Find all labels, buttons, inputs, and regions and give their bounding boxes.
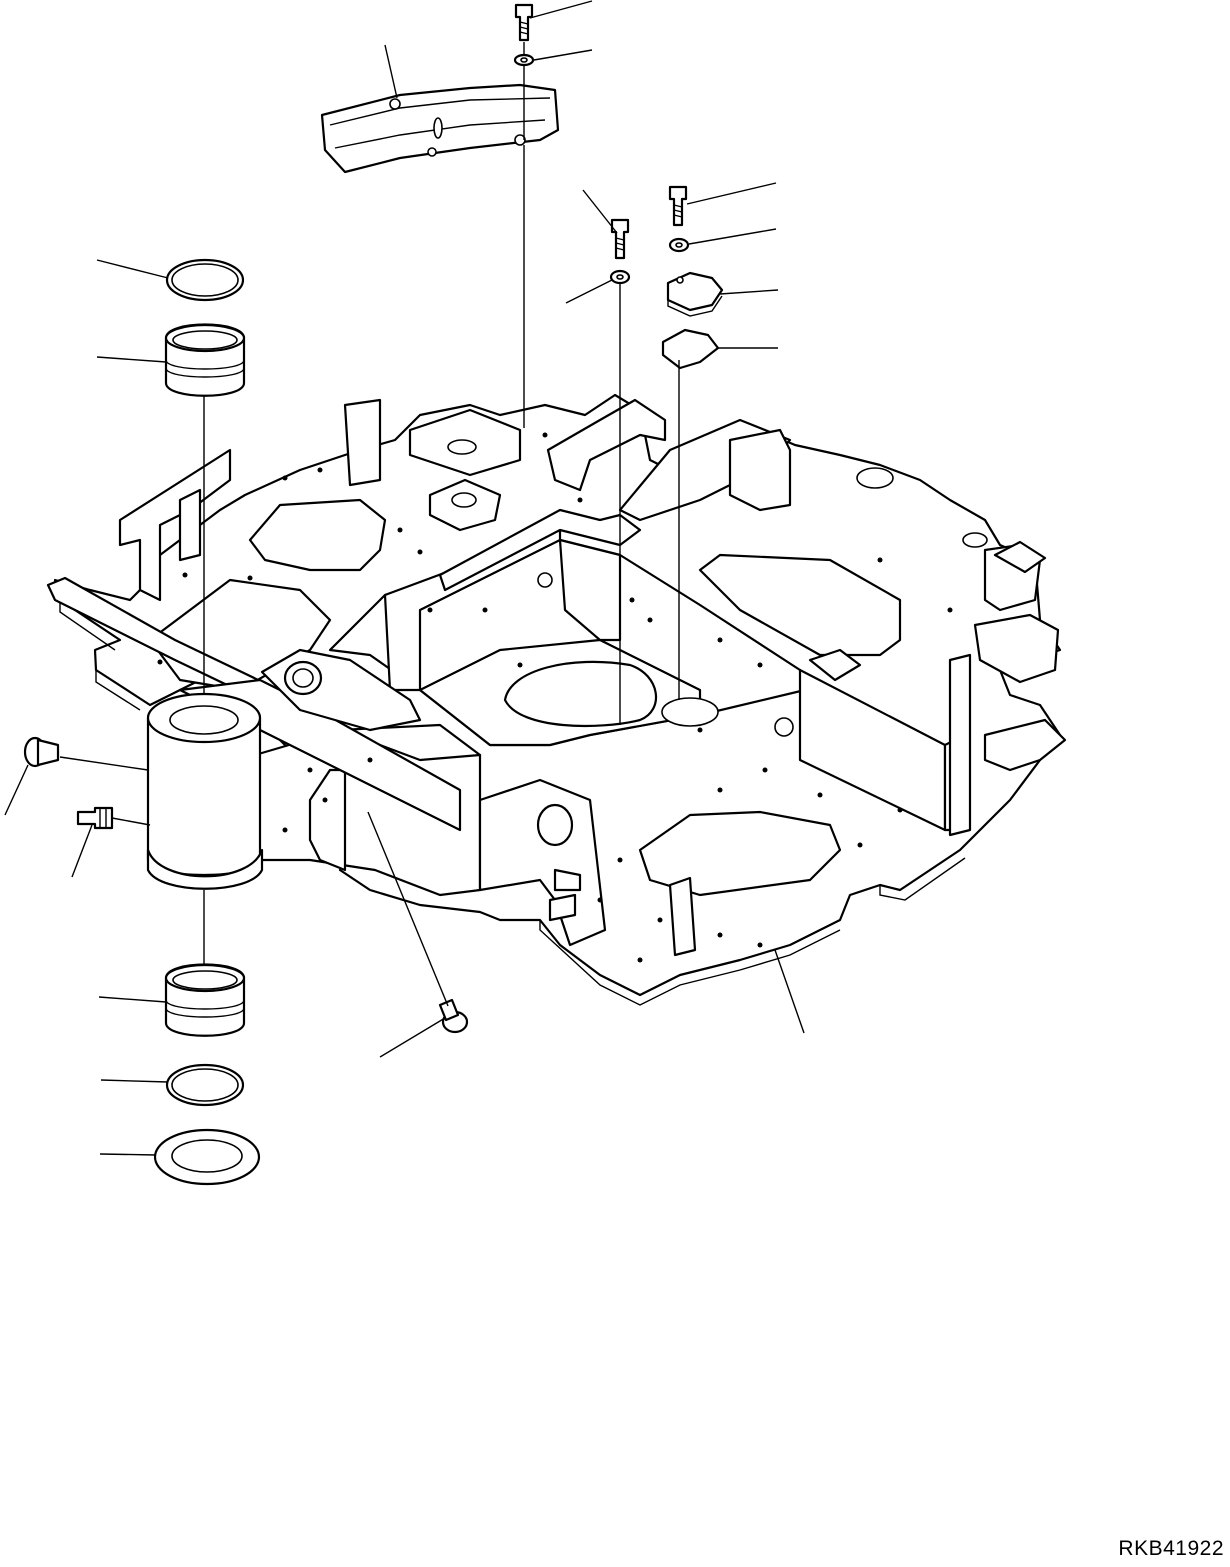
cover-plate bbox=[666, 271, 724, 317]
bolt bbox=[668, 185, 688, 227]
bushing bbox=[164, 323, 246, 397]
bolt bbox=[514, 3, 534, 42]
callout-leaders bbox=[4, 0, 805, 1156]
drawing-code: RKB41922 bbox=[1118, 1537, 1224, 1560]
cover-plate bbox=[661, 328, 720, 370]
revolving-frame bbox=[46, 393, 1067, 1006]
washer bbox=[609, 269, 631, 285]
shim bbox=[153, 1128, 261, 1186]
seal-ring bbox=[165, 1063, 245, 1107]
bushing bbox=[164, 963, 246, 1037]
plug bbox=[438, 998, 469, 1034]
washer bbox=[668, 237, 690, 253]
bolt bbox=[610, 218, 630, 260]
washer bbox=[513, 53, 535, 67]
plug bbox=[23, 736, 60, 768]
cover-bracket bbox=[320, 83, 560, 174]
seal-ring bbox=[165, 258, 245, 302]
alignment-lines bbox=[203, 42, 680, 965]
grease-fitting bbox=[76, 806, 114, 830]
